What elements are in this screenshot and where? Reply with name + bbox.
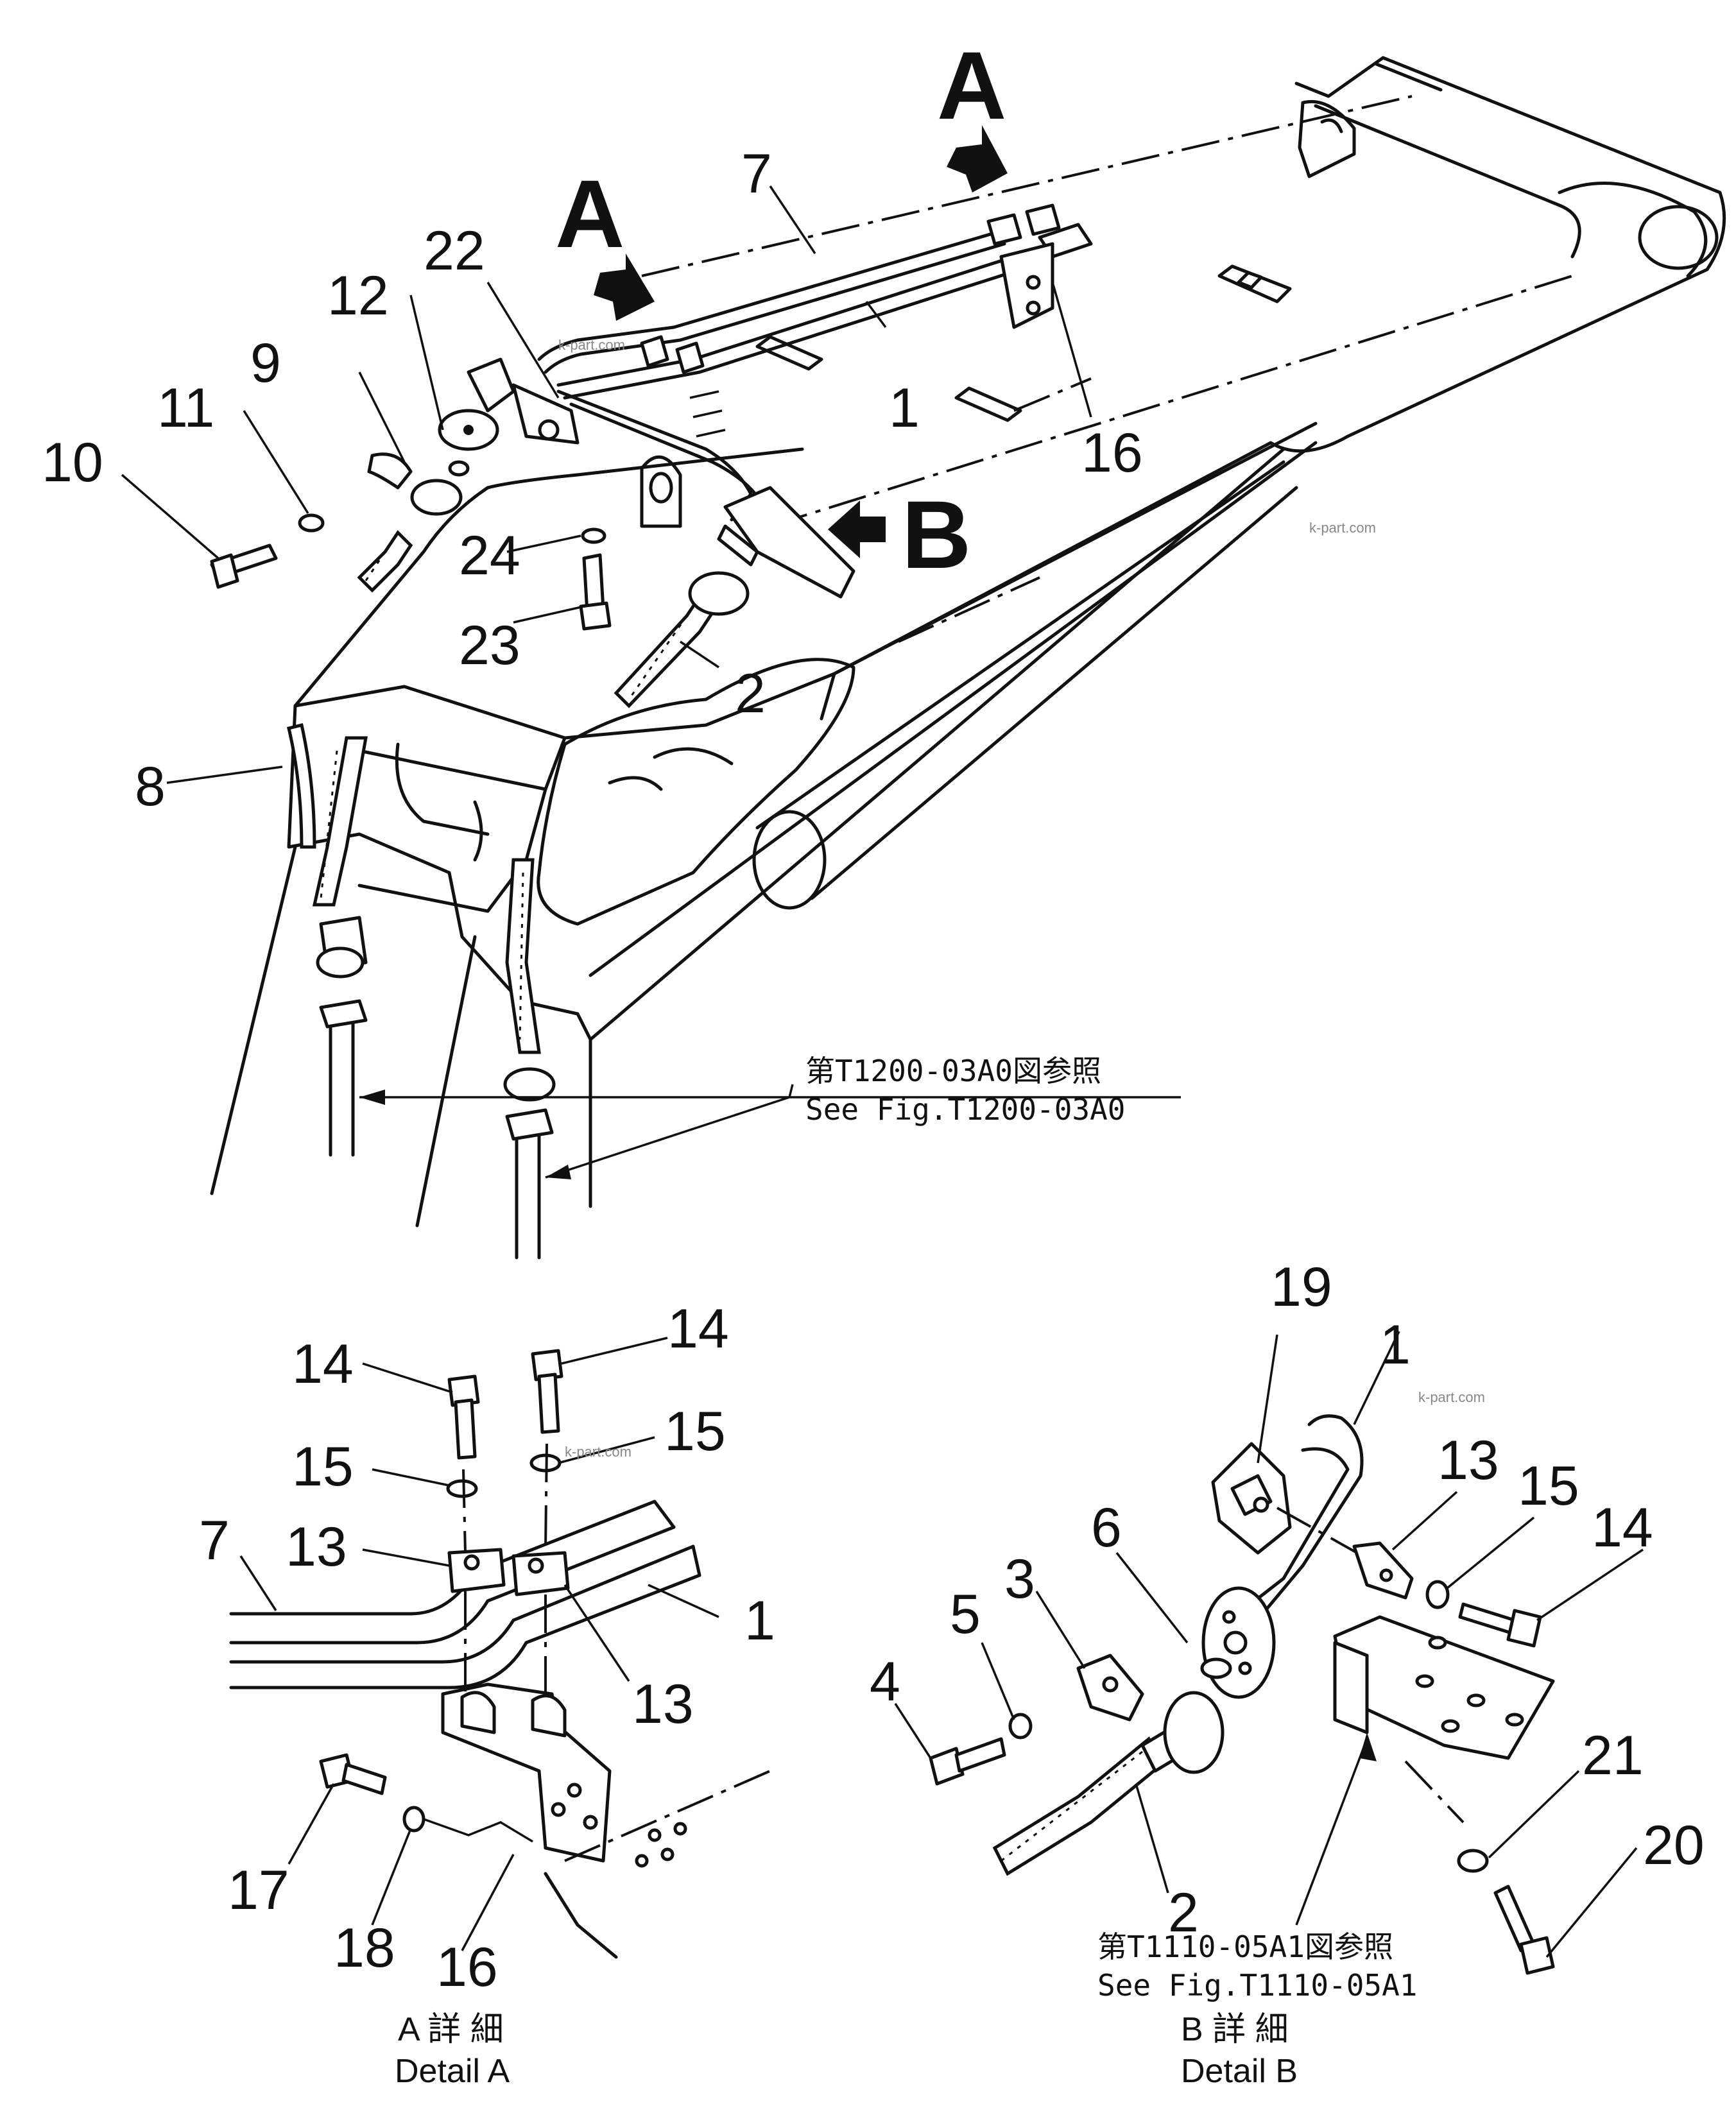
pipe-assembly xyxy=(438,203,1093,599)
detail-b-part-label-4: 4 xyxy=(870,1651,900,1713)
view-label-b: B xyxy=(902,481,971,588)
part-label-8: 8 xyxy=(135,756,166,817)
boom-assembly xyxy=(210,56,1726,1227)
detail-a: 14 14 15 15 7 13 1 13 17 18 16 A 詳 細 Det… xyxy=(199,1298,775,2090)
detail-a-caption-jp: A 詳 細 xyxy=(398,2011,504,2048)
detail-b-part-label-6: 6 xyxy=(1091,1497,1122,1559)
hoses xyxy=(210,452,750,1260)
detail-a-caption-en: Detail A xyxy=(395,2053,510,2090)
detail-a-part-label-18: 18 xyxy=(334,1917,395,1979)
detail-a-part-label-15-right: 15 xyxy=(664,1401,726,1462)
part-label-10: 10 xyxy=(42,432,103,493)
detail-a-part-label-13-right: 13 xyxy=(632,1673,694,1735)
detail-a-part-label-14-left: 14 xyxy=(292,1333,354,1395)
detail-b: 19 1 13 15 14 6 3 5 4 21 20 2 第T1110-05A… xyxy=(870,1256,1705,2090)
detail-b-part-label-1: 1 xyxy=(1380,1314,1411,1376)
detail-a-part-label-14-right: 14 xyxy=(667,1298,729,1360)
part-label-7: 7 xyxy=(741,143,772,205)
detail-b-part-label-13: 13 xyxy=(1438,1430,1499,1491)
reference-jp-detail-b: 第T1110-05A1図参照 xyxy=(1097,1929,1393,1964)
view-label-a-right: A xyxy=(937,31,1006,139)
view-arrows: A A B xyxy=(555,31,1008,588)
view-arrow-a-right xyxy=(947,125,1008,192)
detail-b-part-label-2: 2 xyxy=(1168,1882,1199,1944)
detail-b-part-label-5: 5 xyxy=(950,1584,981,1645)
part-label-24: 24 xyxy=(459,525,520,586)
detail-a-part-label-17: 17 xyxy=(228,1860,289,1921)
part-label-16: 16 xyxy=(1081,422,1143,484)
main-part-labels: 7 1 16 22 12 9 11 10 24 23 2 8 xyxy=(42,143,1143,817)
detail-b-part-label-20: 20 xyxy=(1643,1815,1705,1876)
view-arrow-b xyxy=(828,500,886,558)
leader-lines xyxy=(121,185,1181,1179)
part-label-2: 2 xyxy=(735,663,766,724)
detail-a-part-label-13-left: 13 xyxy=(286,1516,347,1578)
detail-a-part-label-15-left: 15 xyxy=(292,1436,354,1498)
reference-en-detail-b: See Fig.T1110-05A1 xyxy=(1097,1968,1418,2003)
part-label-11: 11 xyxy=(157,377,214,439)
watermark-2: k-part.com xyxy=(1309,520,1376,536)
detail-b-caption-en: Detail B xyxy=(1181,2053,1298,2090)
detail-b-part-label-19: 19 xyxy=(1271,1256,1332,1318)
detail-a-part-label-7: 7 xyxy=(199,1510,230,1571)
reference-note-main: 第T1200-03A0図参照 See Fig.T1200-03A0 xyxy=(805,1054,1126,1127)
reference-jp-main: 第T1200-03A0図参照 xyxy=(805,1054,1101,1088)
detail-b-part-label-15: 15 xyxy=(1518,1455,1579,1517)
view-label-a-left: A xyxy=(555,160,624,268)
part-label-22: 22 xyxy=(424,220,485,282)
part-label-1: 1 xyxy=(889,377,920,439)
detail-b-part-label-14: 14 xyxy=(1592,1497,1653,1559)
detail-b-caption-jp: B 詳 細 xyxy=(1181,2011,1289,2048)
view-arrow-a-left xyxy=(594,253,655,321)
watermarks: k-part.com k-part.com k-part.com k-part.… xyxy=(558,337,1485,1460)
detail-a-part-label-1: 1 xyxy=(744,1590,775,1652)
detail-b-part-label-21: 21 xyxy=(1582,1725,1644,1786)
part-label-9: 9 xyxy=(250,332,281,394)
detail-b-part-label-3: 3 xyxy=(1004,1548,1035,1610)
part-label-23: 23 xyxy=(459,615,520,676)
part-label-12: 12 xyxy=(327,265,389,327)
watermark-4: k-part.com xyxy=(1418,1389,1485,1405)
detail-a-part-label-16: 16 xyxy=(436,1937,498,1998)
watermark-1: k-part.com xyxy=(558,337,625,353)
reference-en-main: See Fig.T1200-03A0 xyxy=(805,1092,1126,1127)
watermark-3: k-part.com xyxy=(565,1444,632,1460)
